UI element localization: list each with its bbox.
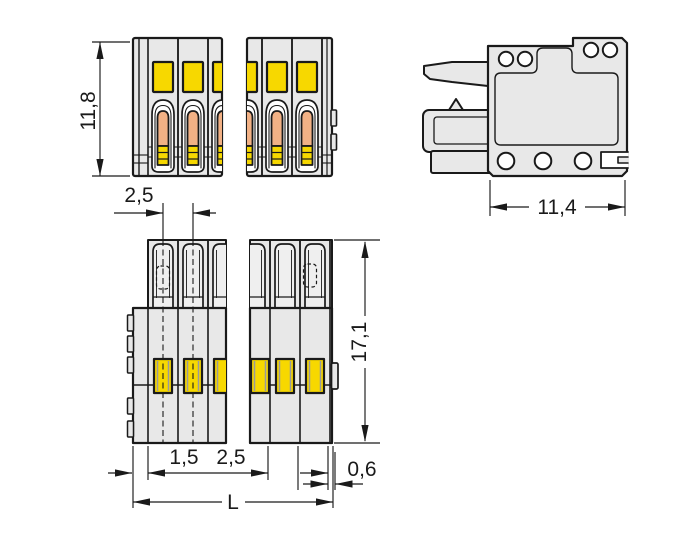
dim-label-total-length: L xyxy=(227,491,239,514)
front-view-left-group xyxy=(133,38,222,176)
dim-label-pitch-top: 2,5 xyxy=(124,184,153,207)
dim-label-pitch-bottom: 2,5 xyxy=(216,446,245,469)
dim-label-tab-width: 0,6 xyxy=(347,458,376,481)
bottom-view xyxy=(126,239,339,445)
dim-label-side-height: 17,1 xyxy=(348,322,371,363)
body-right xyxy=(250,308,332,443)
dim-label-pin-offset: 1,5 xyxy=(169,446,198,469)
dim-label-side-width: 11,4 xyxy=(537,196,577,219)
dim-label-front-height: 11,8 xyxy=(77,91,100,130)
side-view xyxy=(422,36,629,178)
fingers-right xyxy=(250,240,331,309)
drawing-geometry xyxy=(92,36,629,508)
dimension-lines xyxy=(92,41,626,508)
front-view xyxy=(131,36,338,178)
front-view-right-group xyxy=(247,38,332,176)
